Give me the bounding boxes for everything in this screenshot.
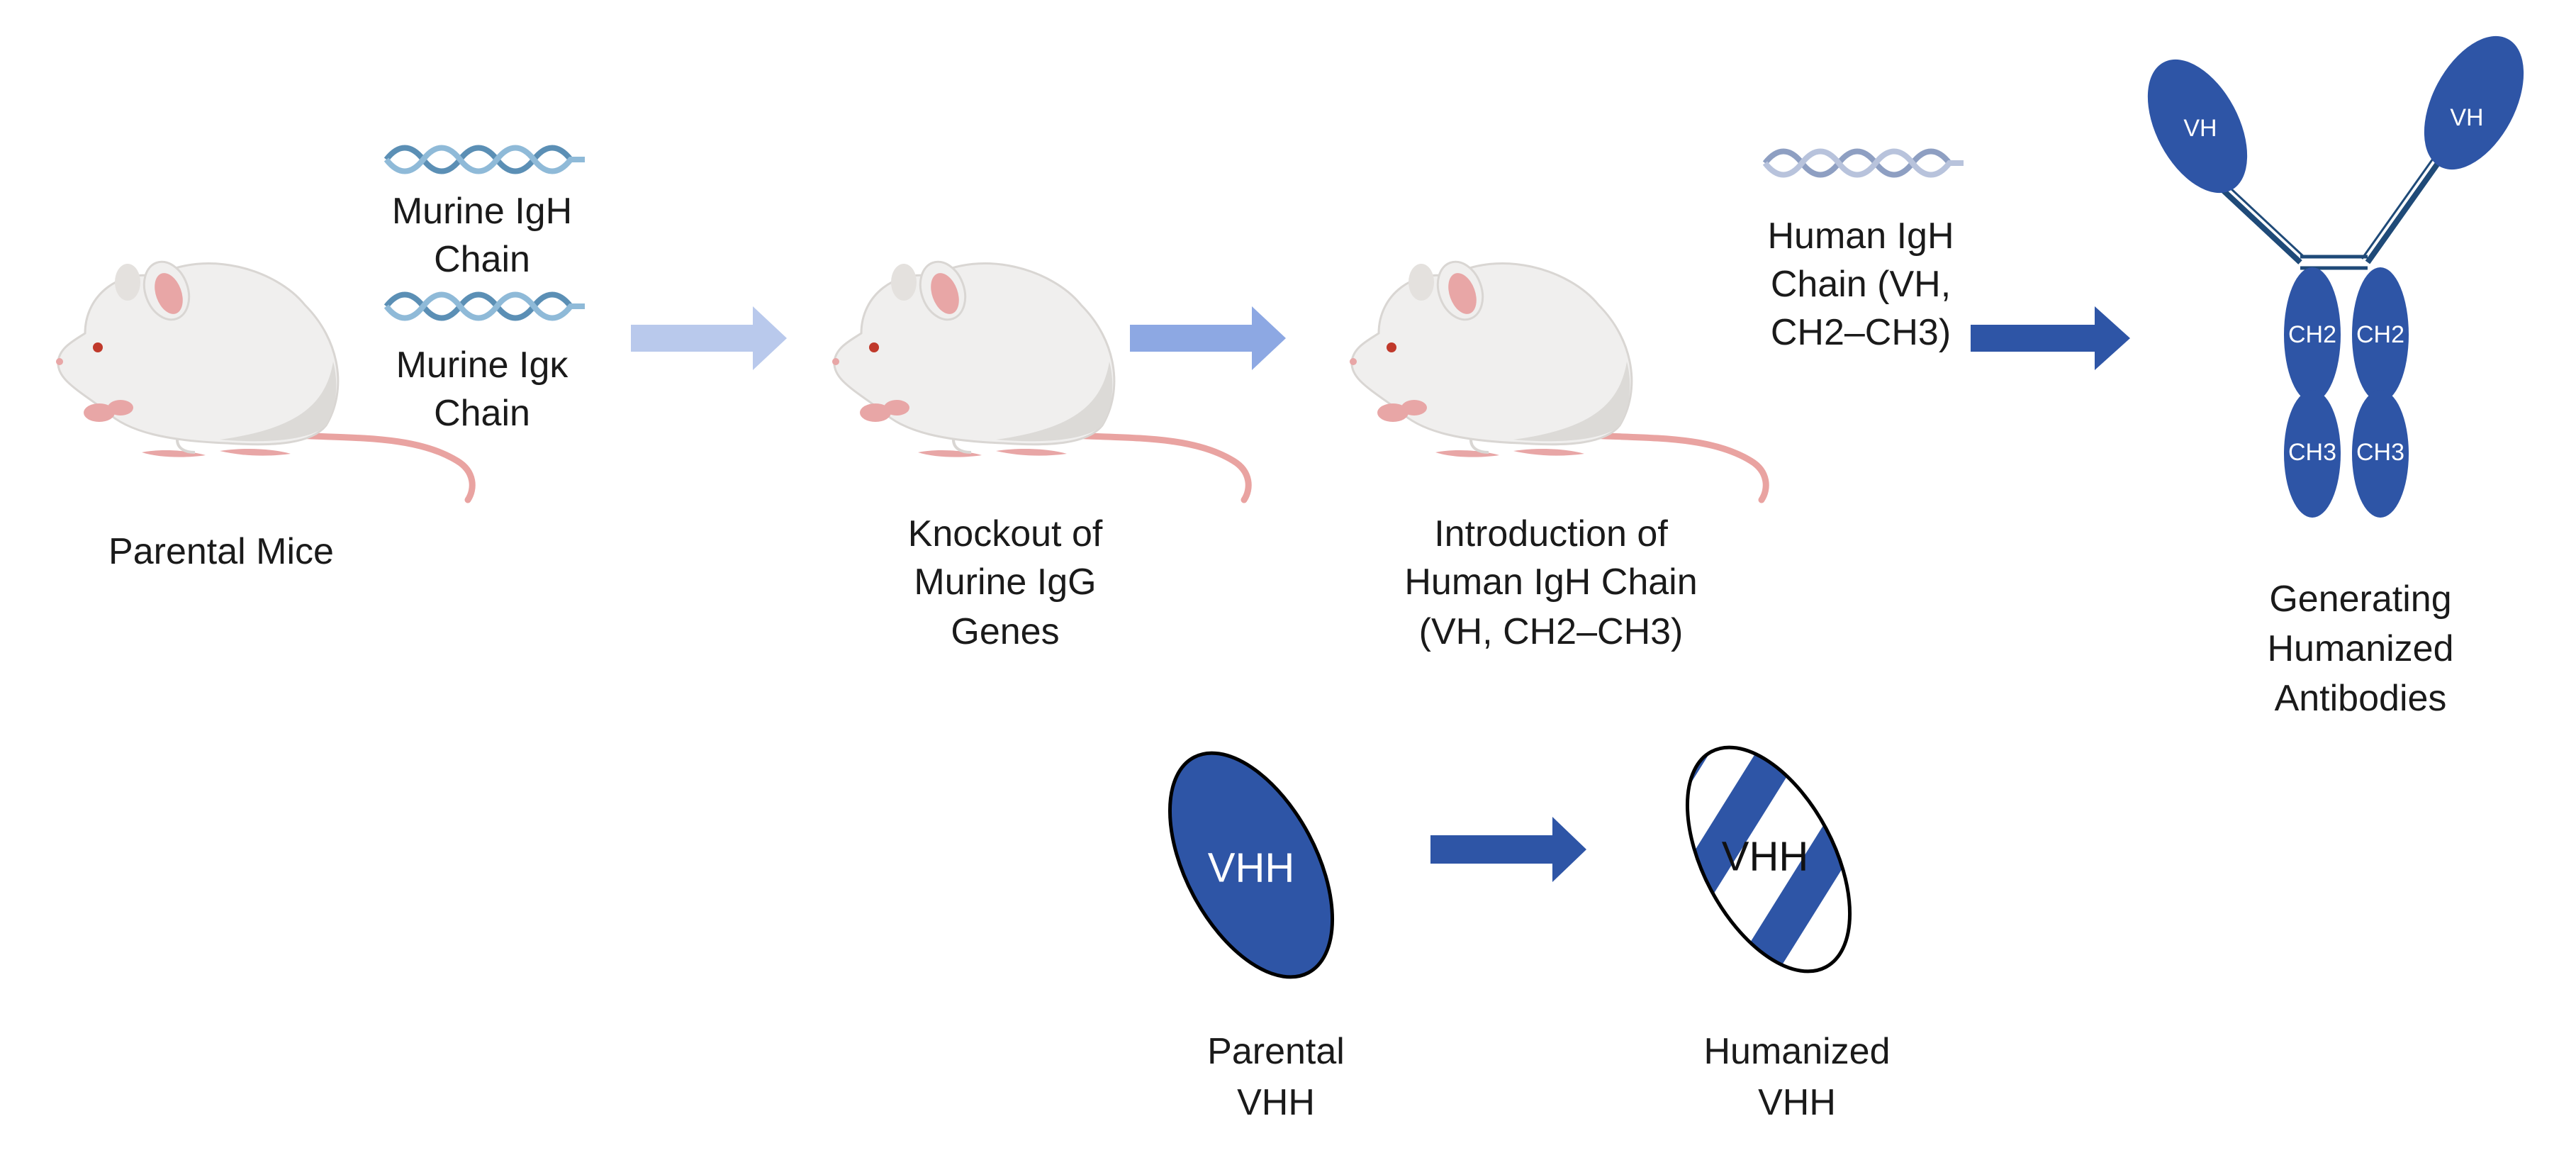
generating-label-1: Generating (2269, 579, 2451, 620)
murine-igh-label-1: Murine IgH (392, 191, 572, 232)
human-igh-label-3: CH2–CH3) (1771, 312, 1951, 353)
parental-vhh-domain (1167, 751, 1335, 979)
humanized-vhh-text: VHH (1722, 833, 1808, 879)
human-igh-dna-icon (1765, 152, 1964, 175)
murine-igk-label-1: Murine Igκ (396, 345, 569, 386)
human-igh-label-1: Human IgH (1768, 216, 1954, 257)
humanized-antibody (2147, 35, 2524, 518)
parental-vhh-label-1: Parental (1207, 1031, 1345, 1072)
murine-igk-dna-icon (386, 295, 585, 318)
humanized-vhh-label-1: Humanized (1703, 1031, 1890, 1072)
parental-mice-label: Parental Mice (108, 531, 334, 572)
parental-vhh-text: VHH (1208, 844, 1294, 891)
humanized-mouse (1350, 255, 1766, 500)
arrow-right-icon (631, 306, 787, 370)
ch3-right-label: CH3 (2356, 439, 2404, 466)
arrow-right-icon (1971, 306, 2130, 370)
murine-igh-label-2: Chain (434, 239, 530, 280)
arrow-right-icon (1430, 817, 1586, 882)
knockout-mouse (832, 255, 1248, 500)
vh-left-label: VH (2183, 115, 2217, 142)
ch3-left-label: CH3 (2288, 439, 2336, 466)
humanized-vhh-label-2: VHH (1758, 1082, 1836, 1123)
murine-igh-dna-icon (386, 148, 585, 172)
knockout-label-3: Genes (951, 611, 1059, 652)
intro-label-3: (VH, CH2–CH3) (1419, 611, 1684, 652)
knockout-label-2: Murine IgG (914, 562, 1096, 603)
intro-label-1: Introduction of (1434, 513, 1668, 554)
arrow-right-icon (1130, 306, 1286, 370)
parental-vhh-label-2: VHH (1237, 1082, 1315, 1123)
ch2-left-label: CH2 (2288, 321, 2336, 348)
murine-igk-label-2: Chain (434, 393, 530, 434)
generating-label-3: Antibodies (2275, 678, 2447, 719)
knockout-label-1: Knockout of (908, 513, 1103, 554)
generating-label-2: Humanized (2267, 628, 2453, 669)
human-igh-label-2: Chain (VH, (1771, 264, 1951, 305)
intro-label-2: Human IgH Chain (1404, 562, 1697, 603)
ch2-right-label: CH2 (2356, 321, 2404, 348)
vh-right-label: VH (2450, 104, 2483, 131)
